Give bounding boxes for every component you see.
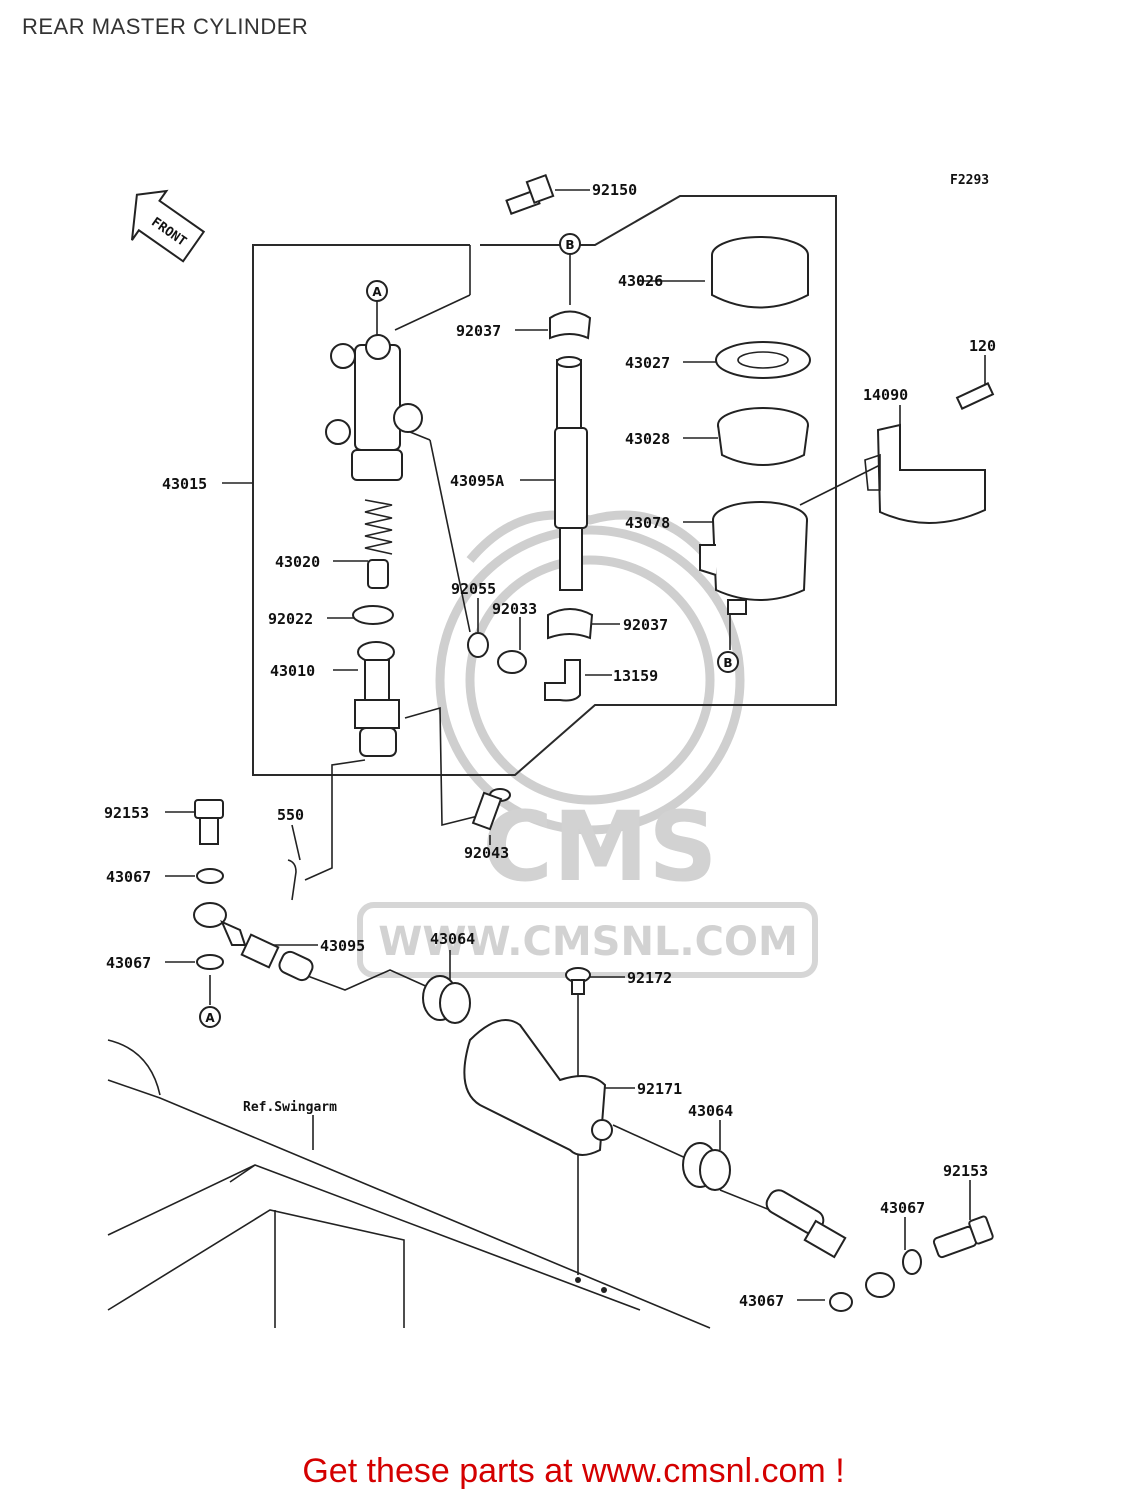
svg-text:A: A (205, 1011, 215, 1025)
part-label-92037-lower[interactable]: 92037 (623, 616, 668, 634)
part-label-92153-upper[interactable]: 92153 (104, 804, 149, 822)
part-label-92171[interactable]: 92171 (637, 1080, 682, 1098)
part-label-43027[interactable]: 43027 (625, 354, 670, 372)
part-label-43095a[interactable]: 43095A (450, 472, 504, 490)
bolt-92150-icon (505, 173, 555, 215)
callout-b-bottom: B (717, 651, 739, 673)
hose-43095-upper-icon (193, 902, 314, 982)
part-label-43067-d[interactable]: 43067 (739, 1292, 784, 1310)
parts-diagram: CMS WWW.CMSNL.COM F2293 FRONT (104, 173, 996, 1329)
washer-43067-4-icon (829, 1292, 853, 1312)
ref-swingarm-label: Ref.Swingarm (243, 1100, 337, 1115)
part-label-92037-upper[interactable]: 92037 (456, 322, 501, 340)
part-label-43078[interactable]: 43078 (625, 514, 670, 532)
page-title: REAR MASTER CYLINDER (22, 14, 309, 39)
part-label-43015[interactable]: 43015 (162, 475, 207, 493)
washer-43067-3-icon (902, 1249, 922, 1275)
part-label-43010[interactable]: 43010 (270, 662, 315, 680)
part-label-43020[interactable]: 43020 (275, 553, 320, 571)
part-label-43064-upper[interactable]: 43064 (430, 930, 475, 948)
cotter-pin-550-icon (287, 859, 297, 901)
pin-92043-icon (471, 788, 511, 831)
part-label-43026[interactable]: 43026 (618, 272, 663, 290)
screw-92172-icon (565, 967, 591, 995)
grommet-43064-lower-icon (682, 1142, 731, 1191)
svg-text:B: B (565, 238, 574, 252)
bracket-14090-icon (864, 423, 986, 524)
svg-text:A: A (372, 285, 382, 299)
watermark-logo: CMS (482, 791, 717, 903)
footer-promo-text: Get these parts at www.cmsnl.com ! (302, 1452, 845, 1490)
part-label-43067-a[interactable]: 43067 (106, 868, 151, 886)
master-cylinder-body (325, 334, 423, 481)
part-label-43067-c[interactable]: 43067 (880, 1199, 925, 1217)
part-label-43095[interactable]: 43095 (320, 937, 365, 955)
part-label-92153-lower[interactable]: 92153 (943, 1162, 988, 1180)
clamp-92037-upper-icon (549, 310, 592, 340)
ring-92033-icon (497, 650, 527, 674)
part-label-92055[interactable]: 92055 (451, 580, 496, 598)
part-label-92043[interactable]: 92043 (464, 844, 509, 862)
assembly-frame (252, 195, 837, 776)
watermark-url: WWW.CMSNL.COM (378, 919, 798, 965)
part-label-92150[interactable]: 92150 (592, 181, 637, 199)
diaphragm-43028-icon (717, 407, 809, 466)
washer-43067-2-icon (196, 954, 224, 970)
swingarm-reference: Ref.Swingarm (107, 1039, 711, 1329)
screw-120-icon (955, 382, 995, 410)
part-label-14090[interactable]: 14090 (863, 386, 908, 404)
spring-43020-icon (364, 499, 393, 589)
part-label-120[interactable]: 120 (969, 337, 996, 355)
part-shapes (193, 173, 995, 1312)
hose-43095a-icon (554, 356, 588, 591)
banjo-bolt-92153-upper-icon (194, 799, 224, 845)
oring-92055-icon (467, 632, 489, 658)
elbow-13159-icon (544, 659, 581, 702)
banjo-bolt-92153-lower-icon (932, 1215, 994, 1259)
part-label-92033[interactable]: 92033 (492, 600, 537, 618)
part-label-43067-b[interactable]: 43067 (106, 954, 151, 972)
cap-43026-icon (711, 236, 809, 309)
callout-b-top: B (559, 233, 581, 305)
part-label-43064-lower[interactable]: 43064 (688, 1102, 733, 1120)
svg-text:B: B (723, 656, 732, 670)
part-label-43028[interactable]: 43028 (625, 430, 670, 448)
plate-43027-icon (715, 341, 811, 379)
piston-43010-icon (354, 641, 400, 757)
part-label-550[interactable]: 550 (277, 806, 304, 824)
part-label-92022[interactable]: 92022 (268, 610, 313, 628)
hose-43095-lower-icon (765, 1189, 895, 1298)
part-labels: 92150 43026 92037 43027 43028 43095A 430… (104, 181, 996, 1310)
callout-a-top: A (366, 280, 388, 335)
washer-43067-1-icon (196, 868, 224, 884)
callout-a-bottom: A (199, 1006, 221, 1028)
clamp-92037-lower-icon (547, 608, 594, 640)
figure-code: F2293 (950, 173, 989, 188)
grommet-43064-upper-icon (422, 975, 471, 1024)
watermark: CMS WWW.CMSNL.COM (357, 510, 818, 978)
part-label-92172[interactable]: 92172 (627, 969, 672, 987)
front-arrow-icon: FRONT (130, 189, 206, 263)
ring-92022-icon (352, 605, 394, 625)
clamp-92171-icon (463, 1019, 607, 1156)
reservoir-43078-icon (699, 501, 808, 615)
part-label-13159[interactable]: 13159 (613, 667, 658, 685)
